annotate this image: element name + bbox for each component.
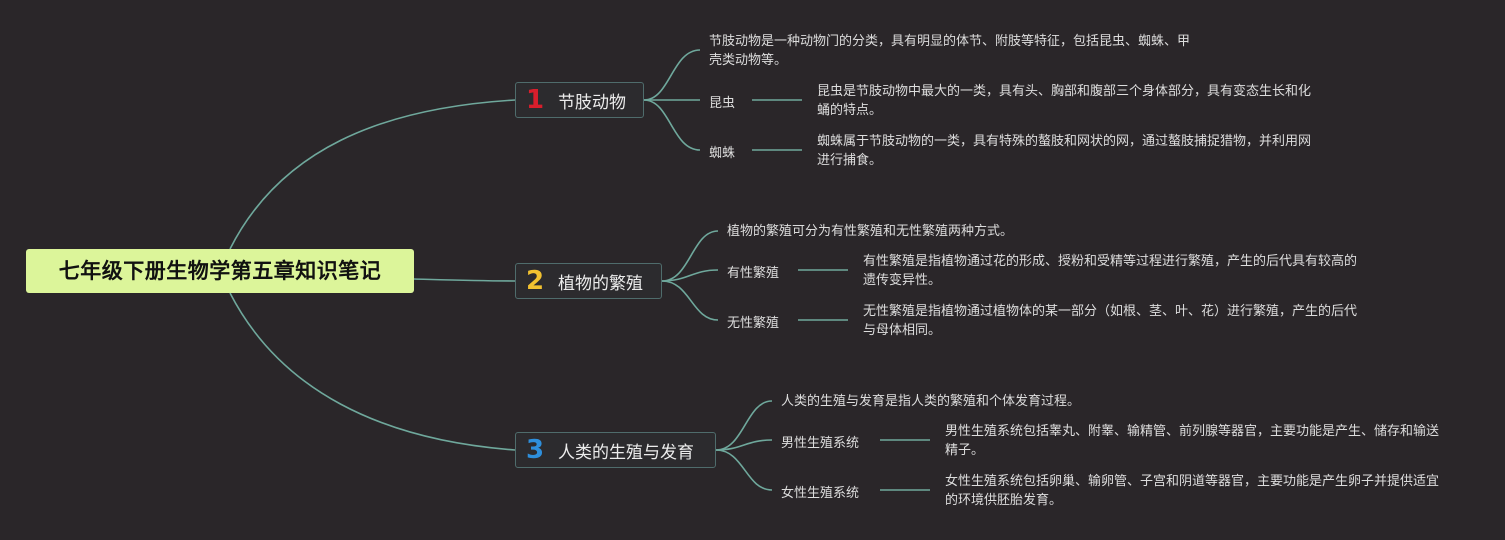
subtopic-b2-2-desc[interactable]: 无性繁殖是指植物通过植物体的某一部分（如根、茎、叶、花）进行繁殖，产生的后代与母… xyxy=(863,304,1358,338)
connector-b3-item2 xyxy=(715,449,773,491)
subtopic-b2-1[interactable]: 有性繁殖 xyxy=(727,266,780,281)
connector-root-branch-2 xyxy=(413,278,516,282)
branch-label-1: 节肢动物 xyxy=(558,92,626,113)
connector-root-branch-3 xyxy=(229,292,516,451)
connector-root-branch-1 xyxy=(229,99,516,250)
branch-3-intro[interactable]: 人类的生殖与发育是指人类的繁殖和个体发育过程。 xyxy=(781,394,1081,409)
subtopic-b3-1[interactable]: 男性生殖系统 xyxy=(781,436,860,451)
subtopic-b2-2[interactable]: 无性繁殖 xyxy=(727,316,780,331)
connector-b2-item2 xyxy=(661,280,719,321)
branch-number-1: 1 xyxy=(525,85,545,115)
branch-label-3: 人类的生殖与发育 xyxy=(558,442,694,463)
branch-topic-3[interactable]: 3 人类的生殖与发育 xyxy=(515,432,716,468)
subtopic-b3-1-desc[interactable]: 男性生殖系统包括睾丸、附睾、输精管、前列腺等器官，主要功能是产生、储存和输送精子… xyxy=(945,424,1440,458)
connector-b2-intro xyxy=(661,230,719,282)
connector-b2-item1 xyxy=(661,269,719,282)
subtopic-b3-2-desc[interactable]: 女性生殖系统包括卵巢、输卵管、子宫和阴道等器官，主要功能是产生卵子并提供适宜的环… xyxy=(945,474,1440,508)
branch-number-2: 2 xyxy=(525,266,545,296)
connector-b1-item2 xyxy=(643,99,701,151)
branch-topic-1[interactable]: 1 节肢动物 xyxy=(515,82,644,118)
branch-1-intro[interactable]: 节肢动物是一种动物门的分类，具有明显的体节、附肢等特征，包括昆虫、蜘蛛、甲壳类动… xyxy=(709,34,1191,68)
subtopic-b1-1-desc[interactable]: 昆虫是节肢动物中最大的一类，具有头、胸部和腹部三个身体部分，具有变态生长和化蛹的… xyxy=(817,84,1312,118)
branch-2-intro[interactable]: 植物的繁殖可分为有性繁殖和无性繁殖两种方式。 xyxy=(727,224,1014,239)
connector-b3-item1 xyxy=(715,439,773,451)
subtopic-b3-2[interactable]: 女性生殖系统 xyxy=(781,486,860,501)
branch-number-3: 3 xyxy=(525,435,545,465)
subtopic-b1-1[interactable]: 昆虫 xyxy=(709,96,736,111)
subtopic-b1-2-desc[interactable]: 蜘蛛属于节肢动物的一类，具有特殊的螯肢和网状的网，通过螯肢捕捉猎物，并利用网进行… xyxy=(817,134,1312,168)
subtopic-b2-1-desc[interactable]: 有性繁殖是指植物通过花的形成、授粉和受精等过程进行繁殖，产生的后代具有较高的遗传… xyxy=(863,254,1358,288)
subtopic-b1-2[interactable]: 蜘蛛 xyxy=(709,146,736,161)
connector-b1-intro xyxy=(643,49,701,101)
branch-label-2: 植物的繁殖 xyxy=(558,273,643,294)
connector-b3-intro xyxy=(715,400,773,451)
root-topic[interactable]: 七年级下册生物学第五章知识笔记 xyxy=(26,249,414,293)
branch-topic-2[interactable]: 2 植物的繁殖 xyxy=(515,263,662,299)
